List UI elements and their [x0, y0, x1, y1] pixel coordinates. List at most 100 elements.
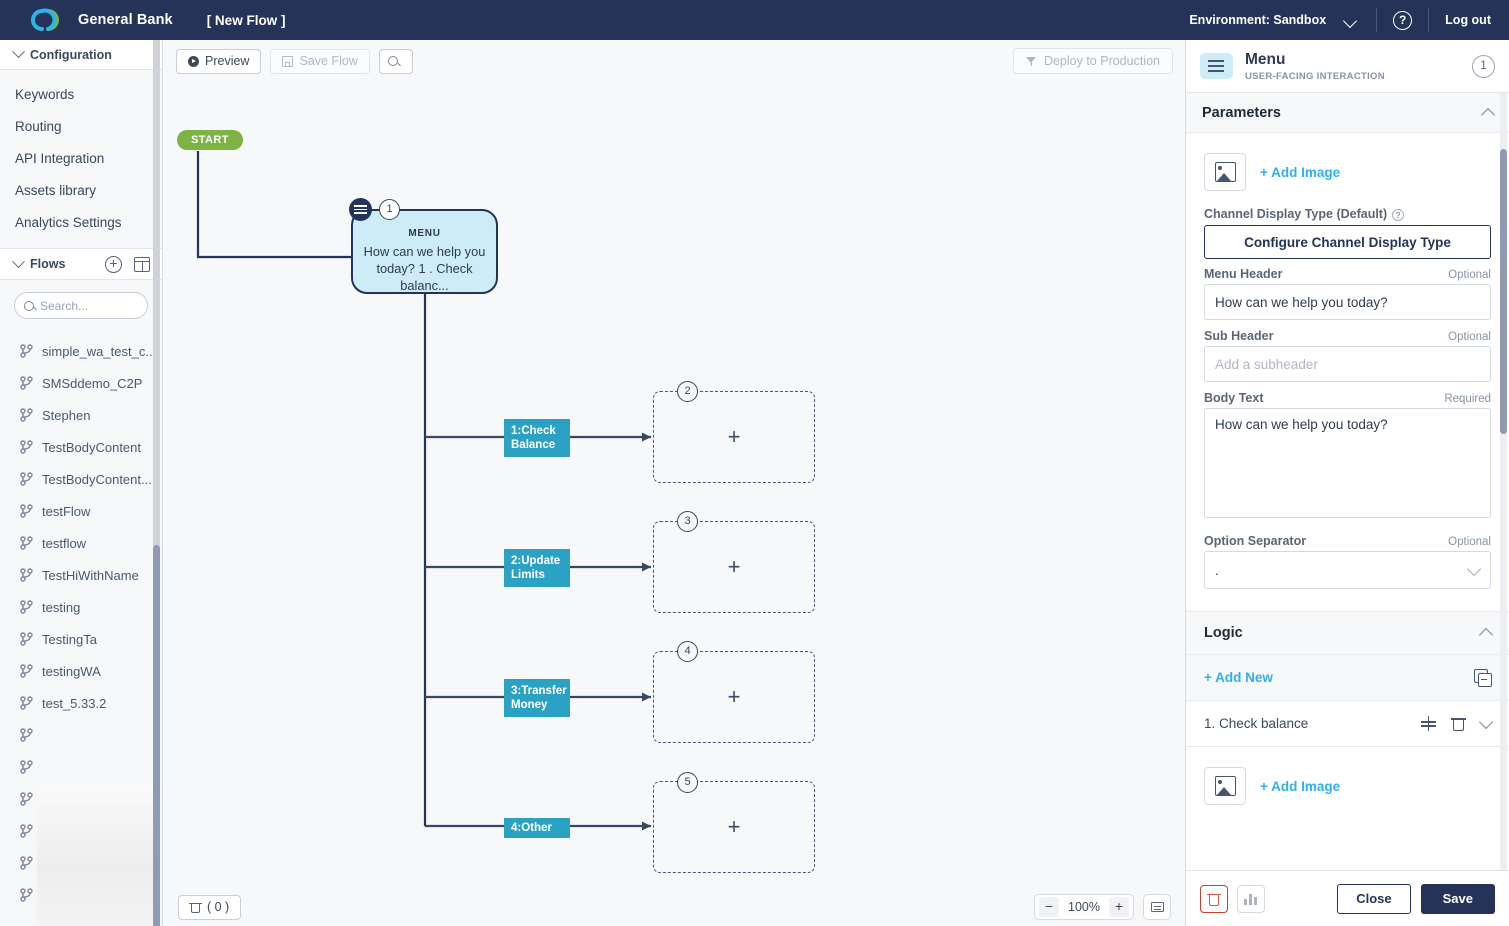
duplicate-icon[interactable] — [1474, 669, 1492, 687]
flow-list-item[interactable] — [0, 751, 162, 783]
preview-button[interactable]: Preview — [176, 48, 262, 74]
sidebar-item-analytics-settings[interactable]: Analytics Settings — [0, 206, 162, 238]
delete-node-button[interactable] — [1200, 884, 1228, 913]
flow-list-item[interactable] — [0, 847, 162, 879]
flow-list-item[interactable]: Stephen — [0, 399, 162, 431]
add-image-link[interactable]: + Add Image — [1260, 778, 1341, 794]
menu-node-hamburger-icon[interactable] — [349, 198, 372, 221]
option-separator-select[interactable]: . — [1204, 551, 1491, 589]
help-icon[interactable]: ? — [1393, 10, 1413, 30]
logout-button[interactable]: Log out — [1445, 13, 1491, 27]
flow-template-icon[interactable] — [134, 256, 150, 272]
chevron-up-icon[interactable] — [1480, 107, 1496, 122]
flow-list-item[interactable]: testing — [0, 591, 162, 623]
sidebar-scrollbar-track[interactable] — [153, 40, 160, 926]
logic-item[interactable]: 1. Check balance — [1186, 701, 1509, 747]
save-flow-button[interactable]: Save Flow — [270, 48, 370, 74]
image-placeholder-icon[interactable] — [1204, 153, 1246, 191]
logic-section-header[interactable]: Logic — [1186, 611, 1509, 655]
menu-node-kind: MENU — [408, 228, 441, 239]
panel-scrollbar-thumb[interactable] — [1500, 149, 1507, 434]
flow-list-item[interactable] — [0, 879, 162, 911]
flow-list-item[interactable]: test_5.33.2 — [0, 687, 162, 719]
flow-list-item[interactable]: testflow — [0, 527, 162, 559]
reorder-icon[interactable] — [1421, 716, 1436, 731]
flow-list-item[interactable]: simple_wa_test_c... — [0, 335, 162, 367]
zoom-in-button[interactable]: + — [1109, 897, 1129, 917]
placeholder-node-2[interactable]: + — [653, 391, 815, 483]
sidebar-scrollbar-thumb[interactable] — [153, 545, 160, 926]
chevron-up-icon[interactable] — [1478, 627, 1494, 643]
add-node-plus-icon[interactable]: + — [727, 814, 741, 839]
flow-list-item[interactable] — [0, 783, 162, 815]
help-icon[interactable]: ? — [1392, 209, 1405, 221]
save-button[interactable]: Save — [1420, 883, 1495, 914]
panel-scrollbar-track[interactable] — [1500, 93, 1507, 870]
parameters-add-image-row[interactable]: + Add Image — [1204, 133, 1491, 205]
flow-list-item[interactable]: testFlow — [0, 495, 162, 527]
body-text-textarea[interactable]: How can we help you today? — [1204, 408, 1491, 518]
sidebar-section-flows[interactable]: Flows — [0, 248, 162, 280]
deploy-to-production-button[interactable]: Deploy to Production — [1012, 48, 1173, 74]
sub-header-input[interactable] — [1204, 346, 1491, 382]
branch-icon — [20, 504, 33, 518]
sidebar-item-keywords[interactable]: Keywords — [0, 78, 162, 110]
branch-icon — [20, 568, 33, 582]
sidebar-item-label: Analytics Settings — [15, 214, 122, 230]
flow-list-item[interactable]: TestBodyContent... — [0, 463, 162, 495]
zoom-out-button[interactable]: − — [1039, 897, 1060, 917]
node-analytics-button[interactable] — [1237, 884, 1265, 913]
menu-header-input[interactable] — [1204, 284, 1491, 320]
flow-list-item[interactable]: TestHiWithName — [0, 559, 162, 591]
placeholder-node-5[interactable]: + — [653, 781, 815, 873]
add-node-plus-icon[interactable]: + — [727, 684, 741, 709]
add-image-link[interactable]: + Add Image — [1260, 164, 1341, 180]
start-node[interactable]: START — [177, 130, 243, 150]
flow-list-item[interactable] — [0, 815, 162, 847]
flow-canvas[interactable]: START MENU How can we help you today? 1 … — [164, 82, 1185, 888]
fit-to-screen-button[interactable] — [1143, 894, 1171, 920]
panel-body[interactable]: Parameters + Add Image Channel Display T… — [1186, 93, 1509, 870]
image-placeholder-icon[interactable] — [1204, 767, 1246, 805]
divider — [1376, 8, 1378, 32]
configure-channel-display-type-button[interactable]: Configure Channel Display Type — [1204, 225, 1491, 259]
menu-node[interactable]: MENU How can we help you today? 1 . Chec… — [351, 209, 498, 294]
flow-list-item[interactable]: testingWA — [0, 655, 162, 687]
parameters-section-header[interactable]: Parameters — [1186, 93, 1509, 133]
branch-icon — [20, 792, 33, 806]
placeholder-node-4[interactable]: + — [653, 651, 815, 743]
branch-label-1[interactable]: 1:Check Balance — [504, 419, 570, 457]
chevron-down-icon[interactable] — [1342, 11, 1360, 29]
branch-label-2[interactable]: 2:Update Limits — [504, 549, 570, 587]
play-icon — [188, 55, 199, 67]
flow-list-item[interactable] — [0, 719, 162, 751]
flow-list-item[interactable]: TestBodyContent — [0, 431, 162, 463]
branch-icon — [20, 728, 33, 742]
sidebar-section-configuration[interactable]: Configuration — [0, 40, 162, 70]
delete-icon[interactable] — [1451, 716, 1466, 731]
add-node-plus-icon[interactable]: + — [727, 424, 741, 449]
deploy-icon — [1025, 56, 1037, 66]
branch-label-4[interactable]: 4:Other — [504, 818, 570, 838]
branch-label-3[interactable]: 3:Transfer Money — [504, 679, 570, 717]
placeholder-badge-5: 5 — [677, 772, 698, 793]
sidebar-item-assets-library[interactable]: Assets library — [0, 174, 162, 206]
canvas-trash-button[interactable]: ( 0 ) — [178, 894, 242, 920]
sidebar-item-api-integration[interactable]: API Integration — [0, 142, 162, 174]
logic-item-body: + Add Image — [1186, 747, 1509, 819]
add-node-plus-icon[interactable]: + — [727, 554, 741, 579]
menu-node-badge: 1 — [379, 199, 400, 220]
flow-list-item[interactable]: SMSddemo_C2P — [0, 367, 162, 399]
placeholder-node-3[interactable]: + — [653, 521, 815, 613]
flow-list-item[interactable]: TestingTa — [0, 623, 162, 655]
logic-add-image-row[interactable]: + Add Image — [1204, 747, 1491, 819]
chevron-down-icon[interactable] — [1478, 714, 1494, 729]
close-button[interactable]: Close — [1337, 883, 1411, 914]
add-new-logic-link[interactable]: + Add New — [1204, 670, 1273, 685]
add-flow-icon[interactable] — [105, 255, 122, 273]
search-input[interactable]: Search... — [14, 292, 148, 319]
sidebar-item-routing[interactable]: Routing — [0, 110, 162, 142]
canvas-search-button[interactable] — [378, 48, 413, 74]
divider — [1428, 8, 1430, 32]
